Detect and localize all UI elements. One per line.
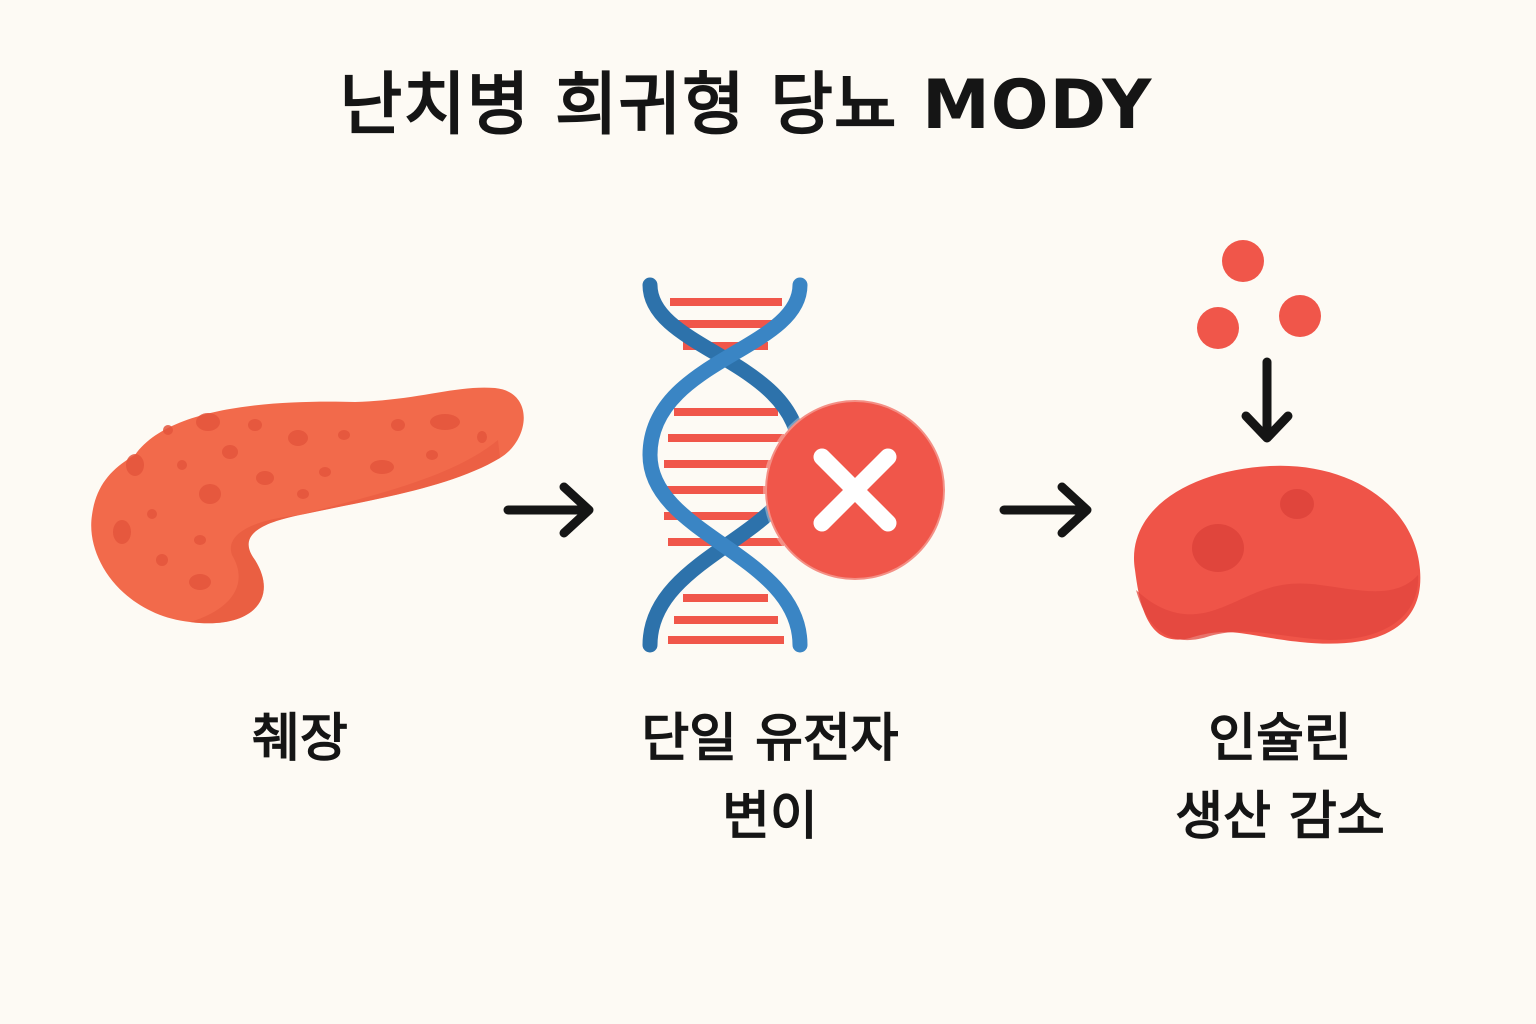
step-label-mutation: 단일 유전자 변이 [570, 700, 970, 856]
arrow-right-icon [999, 482, 1092, 538]
page-title: 난치병 희귀형 당뇨 MODY [339, 66, 1153, 145]
step-label-line: 췌장 [252, 709, 348, 769]
arrow-down-icon [1241, 357, 1293, 443]
step-label-line: 변이 [722, 787, 818, 847]
pancreas-icon [91, 387, 524, 624]
step-label-line: 단일 유전자 [641, 709, 899, 769]
step-label-line: 생산 감소 [1175, 787, 1385, 847]
error-badge-icon [763, 398, 947, 582]
dna-mutation-icon [642, 277, 947, 653]
step-label-insulin: 인슐린 생산 감소 [1080, 700, 1480, 856]
step-label-pancreas: 췌장 [150, 700, 450, 778]
insulin-dots-icon [1197, 240, 1321, 349]
step-label-line: 인슐린 [1208, 709, 1352, 769]
beta-cell-icon [1133, 465, 1421, 644]
arrow-right-icon [503, 482, 594, 538]
